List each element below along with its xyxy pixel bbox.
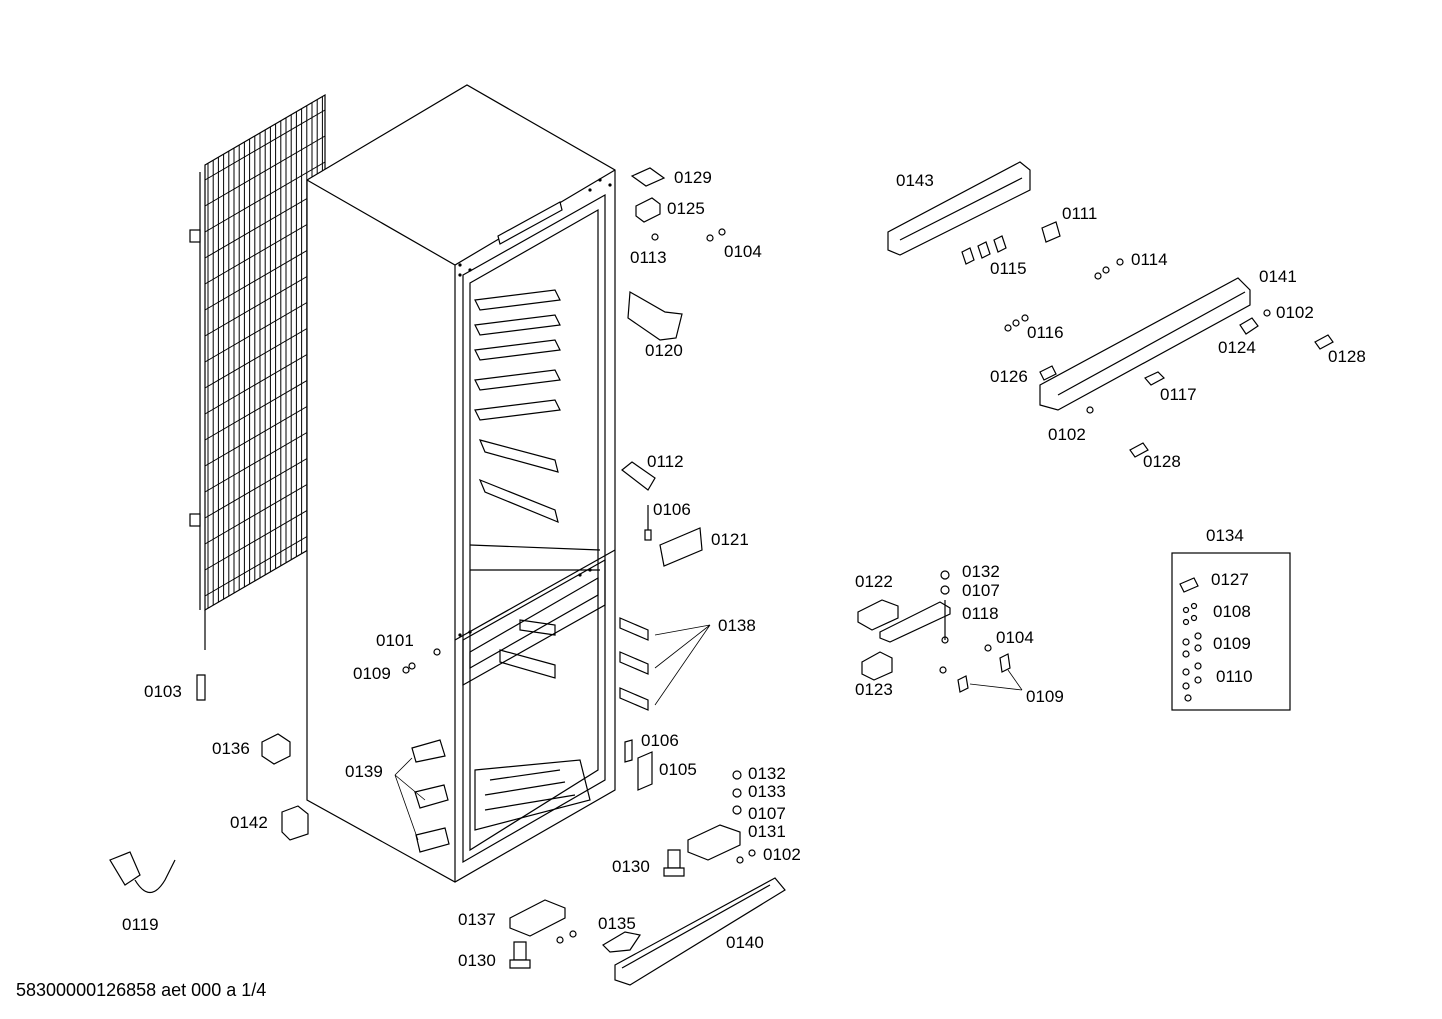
label-0133: 0133 bbox=[748, 782, 786, 801]
label-0131: 0131 bbox=[748, 822, 786, 841]
label-0125: 0125 bbox=[667, 199, 705, 218]
label-0112: 0112 bbox=[647, 452, 684, 471]
label-0140: 0140 bbox=[726, 933, 764, 952]
control-panel-assembly bbox=[887, 161, 1334, 458]
label-0135: 0135 bbox=[598, 914, 636, 933]
label-0101: 0101 bbox=[376, 631, 414, 650]
label-0108: 0108 bbox=[1213, 602, 1251, 621]
label-0107: 0107 bbox=[962, 581, 1000, 600]
accessory-kit-box bbox=[1171, 552, 1291, 711]
label-0102: 0102 bbox=[1048, 425, 1086, 444]
label-0143: 0143 bbox=[896, 171, 934, 190]
label-0109: 0109 bbox=[1213, 634, 1251, 653]
label-0115: 0115 bbox=[990, 259, 1027, 278]
label-0120: 0120 bbox=[645, 341, 683, 360]
part-icons bbox=[109, 167, 1271, 986]
label-0128: 0128 bbox=[1143, 452, 1181, 471]
label-0116: 0116 bbox=[1027, 323, 1064, 342]
label-0132: 0132 bbox=[962, 562, 1000, 581]
label-0106: 0106 bbox=[653, 500, 691, 519]
label-0102: 0102 bbox=[1276, 303, 1314, 322]
label-0117: 0117 bbox=[1160, 385, 1197, 404]
label-0132: 0132 bbox=[748, 764, 786, 783]
label-0123: 0123 bbox=[855, 680, 893, 699]
label-0107: 0107 bbox=[748, 804, 786, 823]
label-0138: 0138 bbox=[718, 616, 756, 635]
label-0119: 0119 bbox=[122, 915, 159, 934]
document-id: 58300000126858 aet 000 a 1/4 bbox=[16, 980, 267, 1000]
label-0128: 0128 bbox=[1328, 347, 1366, 366]
label-0139: 0139 bbox=[345, 762, 383, 781]
label-0104: 0104 bbox=[996, 628, 1034, 647]
label-0113: 0113 bbox=[630, 248, 667, 267]
label-0137: 0137 bbox=[458, 910, 496, 929]
label-0141: 0141 bbox=[1259, 267, 1297, 286]
label-0106: 0106 bbox=[641, 731, 679, 750]
label-0118: 0118 bbox=[962, 604, 999, 623]
label-0104: 0104 bbox=[724, 242, 762, 261]
label-0130: 0130 bbox=[458, 951, 496, 970]
condenser-coil bbox=[189, 93, 326, 650]
label-0109: 0109 bbox=[353, 664, 391, 683]
refrigerator-cabinet bbox=[306, 84, 616, 883]
label-0102: 0102 bbox=[763, 845, 801, 864]
label-0142: 0142 bbox=[230, 813, 268, 832]
door-hinge-group bbox=[857, 570, 1023, 693]
label-0134: 0134 bbox=[1206, 526, 1244, 545]
label-0124: 0124 bbox=[1218, 338, 1256, 357]
label-0121: 0121 bbox=[711, 530, 749, 549]
label-0114: 0114 bbox=[1131, 250, 1168, 269]
label-0105: 0105 bbox=[659, 760, 697, 779]
label-0127: 0127 bbox=[1211, 570, 1249, 589]
label-0126: 0126 bbox=[990, 367, 1028, 386]
label-0136: 0136 bbox=[212, 739, 250, 758]
label-0110: 0110 bbox=[1216, 667, 1253, 686]
label-0111: 0111 bbox=[1062, 204, 1097, 223]
label-0122: 0122 bbox=[855, 572, 893, 591]
label-0103: 0103 bbox=[144, 682, 182, 701]
part-labels: 0143 0111 0115 0114 0141 0102 0116 0124 … bbox=[122, 168, 1366, 970]
label-0109: 0109 bbox=[1026, 687, 1064, 706]
label-0129: 0129 bbox=[674, 168, 712, 187]
label-0130: 0130 bbox=[612, 857, 650, 876]
